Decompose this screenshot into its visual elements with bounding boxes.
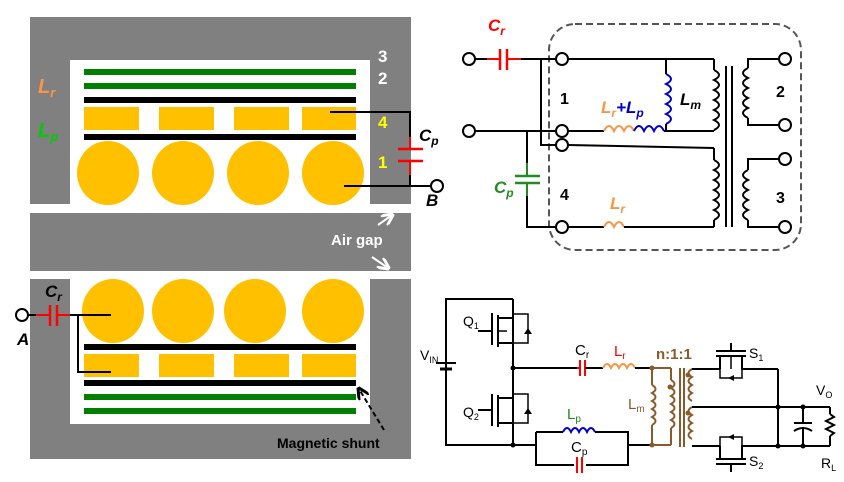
lr-core-label: Lr bbox=[38, 76, 56, 100]
eq-cr-label: Cr bbox=[488, 16, 506, 38]
air-gap-arrow-up bbox=[377, 215, 392, 226]
port-3-bottom bbox=[778, 220, 792, 234]
layer-3 bbox=[84, 69, 356, 75]
magnetic-shunt-arrow bbox=[359, 389, 385, 431]
bar bbox=[234, 354, 289, 377]
upper-shield-bottom bbox=[84, 134, 356, 140]
port-4-label: 4 bbox=[560, 187, 569, 204]
q2-label: Q2 bbox=[463, 404, 479, 422]
layer-1-conductor bbox=[227, 141, 289, 205]
output-capacitor bbox=[793, 407, 813, 446]
layer-4-bar bbox=[159, 107, 214, 130]
layer-1-conductor bbox=[77, 141, 139, 205]
lower-shield-top bbox=[84, 344, 356, 350]
llc-cr-label: Cr bbox=[575, 342, 590, 361]
llc-lp-label: Lp bbox=[567, 406, 581, 425]
s2-mosfet bbox=[716, 434, 778, 472]
turns-ratio-label: n:1:1 bbox=[656, 346, 692, 363]
transformer-boundary bbox=[548, 23, 802, 251]
eq-cp-label: Cp bbox=[494, 178, 514, 200]
bar bbox=[302, 354, 356, 377]
port-4-top bbox=[555, 138, 569, 152]
layer-number-2: 2 bbox=[378, 69, 387, 88]
port-2-top bbox=[778, 52, 792, 66]
bar bbox=[84, 354, 139, 377]
terminal-b-label: B bbox=[426, 191, 438, 210]
terminal-b-circle bbox=[430, 179, 444, 193]
bar bbox=[159, 354, 214, 377]
q2-mosfet bbox=[478, 393, 532, 427]
magnetic-shunt-label: Magnetic shunt bbox=[277, 435, 380, 451]
layer-number-4: 4 bbox=[378, 113, 388, 132]
layer-1-conductor bbox=[302, 141, 364, 205]
port-3-label: 3 bbox=[776, 190, 785, 207]
input-terminal-top bbox=[462, 52, 476, 66]
transformer bbox=[649, 365, 695, 448]
layer-4-bar bbox=[234, 107, 289, 130]
conductor bbox=[224, 279, 286, 343]
layer-number-3: 3 bbox=[378, 47, 387, 66]
terminal-a-circle bbox=[15, 308, 29, 322]
s2-label: S2 bbox=[749, 453, 763, 471]
cp-label: Cp bbox=[419, 126, 439, 148]
llc-lm-label: Lm bbox=[628, 396, 645, 415]
magnetic-shunt-layer bbox=[84, 380, 356, 386]
llc-cp-label: Cp bbox=[571, 439, 588, 458]
s1-label: S1 bbox=[749, 345, 763, 363]
eq-lr-label: Lr bbox=[610, 194, 626, 216]
port-1-bottom bbox=[555, 124, 569, 138]
air-gap-label: Air gap bbox=[331, 232, 383, 249]
input-terminal-bottom bbox=[462, 124, 476, 138]
middle-core bbox=[30, 213, 411, 271]
layer-number-1: 1 bbox=[378, 153, 387, 172]
air-gap-arrow-down bbox=[371, 256, 388, 268]
rl-label: RL bbox=[821, 455, 836, 473]
conductor bbox=[82, 279, 144, 343]
s1-mosfet bbox=[716, 343, 778, 381]
cr-label: Cr bbox=[45, 282, 63, 304]
cp-connection bbox=[330, 111, 444, 193]
port-2-bottom bbox=[778, 118, 792, 132]
layer-4-bar bbox=[84, 107, 139, 130]
port-1-top bbox=[555, 52, 569, 66]
port-1-label: 1 bbox=[560, 91, 569, 108]
vin-label: VIN bbox=[420, 347, 438, 365]
llc-converter: VIN Q1 Q2 bbox=[420, 298, 837, 473]
load-resistor bbox=[823, 407, 837, 446]
eq-lr-lp-label: Lr+Lp bbox=[601, 98, 644, 120]
cr-connection bbox=[15, 305, 111, 373]
lp-core-label: Lp bbox=[38, 120, 58, 144]
layer-4-bar bbox=[302, 107, 356, 130]
llc-lr-label: Lr bbox=[614, 343, 626, 362]
conductor bbox=[302, 279, 364, 343]
green-layer bbox=[84, 408, 356, 414]
upper-shield-top bbox=[84, 97, 356, 103]
vo-label: VO bbox=[816, 382, 832, 400]
cross-section: Lr Lp 3 2 4 1 Cp B Air gap bbox=[15, 17, 444, 459]
green-layer bbox=[84, 394, 356, 400]
q1-mosfet bbox=[478, 313, 532, 347]
q1-label: Q1 bbox=[463, 313, 479, 331]
eq-lm-label: Lm bbox=[680, 90, 701, 112]
port-4-bottom bbox=[555, 220, 569, 234]
terminal-a-label: A bbox=[16, 330, 29, 349]
port-2-label: 2 bbox=[776, 84, 785, 101]
port-3-top bbox=[778, 152, 792, 166]
layer-2 bbox=[84, 83, 356, 89]
equivalent-circuit: Cr Cp 1 4 Lr+Lp Lm bbox=[462, 16, 802, 251]
conductor bbox=[152, 279, 214, 343]
layer-1-conductor bbox=[152, 141, 214, 205]
